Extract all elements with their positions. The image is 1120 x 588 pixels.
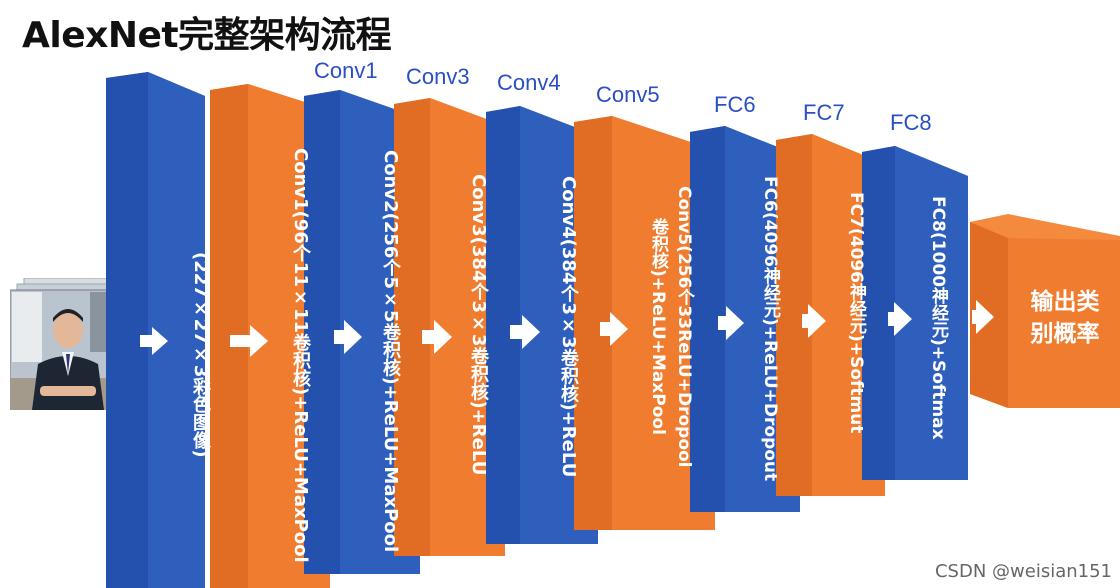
arrow-icon <box>802 304 826 338</box>
layer-text-fc8: FC8(1000神经元)+Softmax <box>928 196 948 440</box>
page-title: AlexNet完整架构流程 <box>22 15 392 56</box>
layer-text-conv2: Conv2(256个5×5卷积核)+ReLU+MaxPool <box>380 150 401 553</box>
layer-text-conv4: Conv4(384个3×3卷积核)+ReLU <box>558 176 579 478</box>
layer-text-fc6: FC6(4096神经元)+ReLU+Dropout <box>760 176 780 482</box>
stage-label-fc7: FC7 <box>803 100 845 125</box>
arrow-icon <box>510 315 540 349</box>
output-label-line2: 别概率 <box>1030 321 1100 347</box>
layer-text-input: (227×27×3彩色图像) <box>190 252 211 458</box>
layer-block-fc8 <box>862 146 968 480</box>
layer-text-conv1: Conv1(96个11×11卷积核)+ReLU+MaxPool <box>290 148 311 563</box>
layer-block-conv5 <box>574 116 715 530</box>
layer-text-conv5-line2: 卷积核)+ReLU+MaxPool <box>648 218 668 435</box>
arrow-icon <box>140 327 168 355</box>
layer-block-conv3 <box>394 98 505 556</box>
arrow-icon <box>600 312 628 346</box>
watermark: CSDN @weisian151 <box>934 561 1112 582</box>
layer-text-fc7: FC7(4096神经元)+Softmut <box>846 192 866 434</box>
output-label-line1: 输出类 <box>1030 289 1100 315</box>
arrow-icon <box>334 320 362 354</box>
stage-label-conv3: Conv3 <box>406 64 470 89</box>
layer-block-conv1 <box>210 84 330 588</box>
arrow-icon <box>718 306 744 340</box>
stage-label-fc6: FC6 <box>714 92 756 117</box>
layer-text-conv5-line1: Conv5(256个33ReLU+Dropool <box>674 186 694 468</box>
arrow-icon <box>972 300 994 334</box>
arrow-icon <box>422 320 452 354</box>
arrow-icon <box>888 302 912 336</box>
layer-block-input <box>106 72 205 588</box>
stage-label-conv4: Conv4 <box>497 70 561 95</box>
stage-label-conv5: Conv5 <box>596 82 660 107</box>
output-label: 输出类 别概率 <box>1010 286 1120 350</box>
stage-label-conv1: Conv1 <box>314 58 378 83</box>
stage-label-fc8: FC8 <box>890 110 932 135</box>
layer-text-conv3: Conv3(384个3×3卷积核)+ReLU <box>468 174 489 476</box>
arrow-icon <box>230 325 268 357</box>
layer-block-fc6 <box>690 126 800 512</box>
